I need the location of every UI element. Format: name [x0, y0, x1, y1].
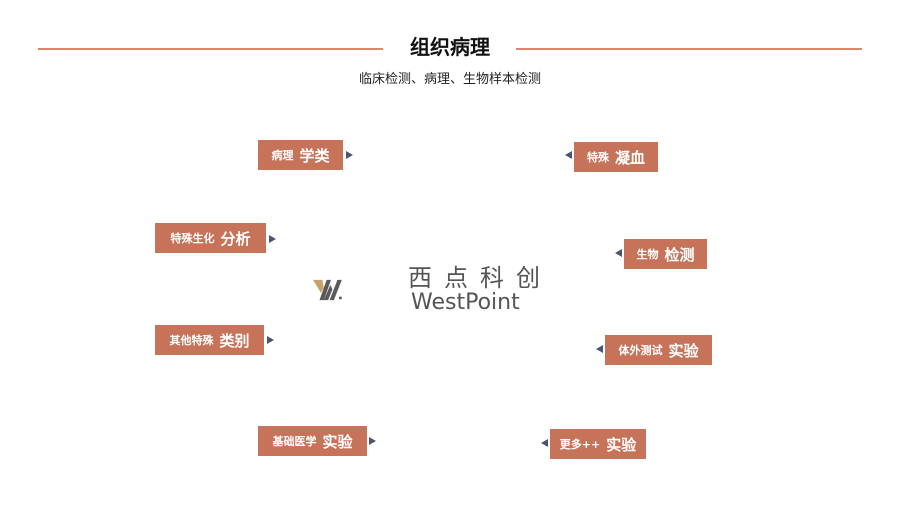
tag-biochem-big: 分析 — [220, 229, 251, 248]
tag-biochem-small: 特殊生化 — [170, 232, 215, 245]
tag-more[interactable]: 更多++ 实验 — [550, 429, 646, 459]
arrow-left-icon — [565, 151, 572, 159]
tag-biochem[interactable]: 特殊生化 分析 — [155, 223, 266, 253]
tag-pathology-big: 学类 — [299, 146, 330, 165]
westpoint-logo — [313, 279, 342, 301]
logo-name-en: WestPoint — [411, 290, 520, 315]
tag-coagulation[interactable]: 特殊 凝血 — [574, 142, 658, 172]
tag-biotest-big: 检测 — [664, 245, 695, 264]
tag-basic-big: 实验 — [322, 432, 353, 451]
arrow-left-icon — [596, 345, 603, 353]
tag-biotest-small: 生物 — [636, 248, 659, 261]
header-divider-right — [516, 48, 862, 50]
tag-more-small: 更多++ — [559, 438, 601, 451]
arrow-right-icon — [369, 437, 376, 445]
tag-other[interactable]: 其他特殊 类别 — [155, 325, 264, 355]
page-subtitle: 临床检测、病理、生物样本检测 — [358, 72, 541, 87]
tag-invitro-small: 体外测试 — [618, 344, 663, 357]
arrow-right-icon — [269, 235, 276, 243]
arrow-left-icon — [615, 249, 622, 257]
arrow-right-icon — [267, 336, 274, 344]
tag-pathology-small: 病理 — [271, 149, 294, 162]
tag-invitro[interactable]: 体外测试 实验 — [605, 335, 712, 365]
tag-coagulation-small: 特殊 — [586, 151, 609, 164]
tag-invitro-big: 实验 — [668, 341, 699, 360]
tag-basic-small: 基础医学 — [272, 435, 317, 448]
tag-biotest[interactable]: 生物 检测 — [624, 239, 707, 269]
tag-other-small: 其他特殊 — [169, 334, 214, 347]
logo-name-cn: 西点科创 — [408, 264, 552, 292]
header-divider-left — [38, 48, 383, 50]
tag-more-big: 实验 — [606, 435, 637, 454]
arrow-left-icon — [541, 439, 548, 447]
tag-pathology[interactable]: 病理 学类 — [258, 140, 343, 170]
tag-other-big: 类别 — [219, 331, 250, 350]
arrow-right-icon — [346, 151, 353, 159]
tag-coagulation-big: 凝血 — [614, 148, 645, 167]
tag-basic[interactable]: 基础医学 实验 — [258, 426, 367, 456]
page-title: 组织病理 — [410, 35, 490, 59]
